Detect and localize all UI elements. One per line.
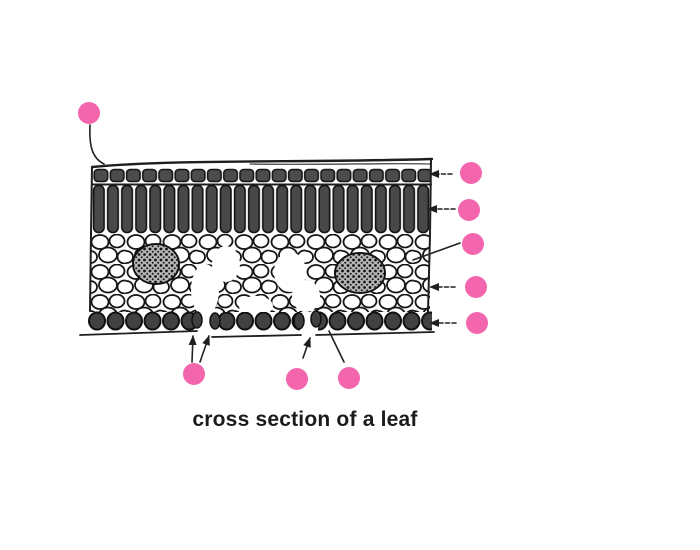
pointer-stoma-right: [302, 337, 311, 359]
quiz-marker-top-left[interactable]: [78, 102, 100, 124]
lower-cuticle-line: [79, 330, 198, 336]
lower-epidermis-segment-2: [213, 312, 300, 332]
quiz-markers: [78, 102, 488, 390]
lower-epidermis-segment-3: [318, 311, 432, 331]
quiz-marker-right-5[interactable]: [466, 312, 488, 334]
guard-cell: [310, 310, 322, 328]
air-space: [191, 264, 219, 316]
pointer-stoma-left-b: [199, 335, 210, 363]
pointer-vein: [412, 242, 461, 261]
leaf-right-edge: [427, 159, 432, 313]
guard-cell: [209, 312, 221, 330]
leaf-left-edge: [89, 166, 93, 312]
quiz-marker-bottom-3[interactable]: [338, 367, 360, 389]
lower-cuticle-line: [211, 334, 302, 338]
quiz-marker-right-2[interactable]: [458, 199, 480, 221]
quiz-marker-right-1[interactable]: [460, 162, 482, 184]
guard-cell: [293, 312, 305, 330]
air-space: [274, 252, 306, 292]
quiz-marker-bottom-1[interactable]: [183, 363, 205, 385]
air-space: [292, 280, 320, 312]
quiz-marker-right-4[interactable]: [465, 276, 487, 298]
diagram-caption: cross section of a leaf: [192, 408, 418, 431]
pointer-cuticle-curve: [89, 124, 105, 165]
quiz-marker-bottom-2[interactable]: [286, 368, 308, 390]
palisade-mesophyll-band: [92, 185, 431, 234]
vascular-bundle-right: [334, 252, 386, 294]
cuticle-line: [90, 157, 434, 169]
pointer-stoma-left-a: [188, 335, 197, 363]
vascular-bundle-left: [132, 243, 180, 285]
leaf-cross-section-illustration: [79, 157, 435, 338]
pointer-lines: [89, 124, 461, 363]
upper-epidermis-band: [93, 168, 431, 184]
pointer-guard-cell: [328, 330, 345, 363]
lower-epidermis-segment-1: [88, 311, 199, 331]
lower-cuticle-line: [315, 331, 435, 336]
air-space: [239, 296, 273, 316]
cuticle-line-inner: [249, 163, 432, 165]
quiz-marker-right-3[interactable]: [462, 233, 484, 255]
air-space: [212, 246, 240, 282]
guard-cell: [191, 311, 203, 329]
